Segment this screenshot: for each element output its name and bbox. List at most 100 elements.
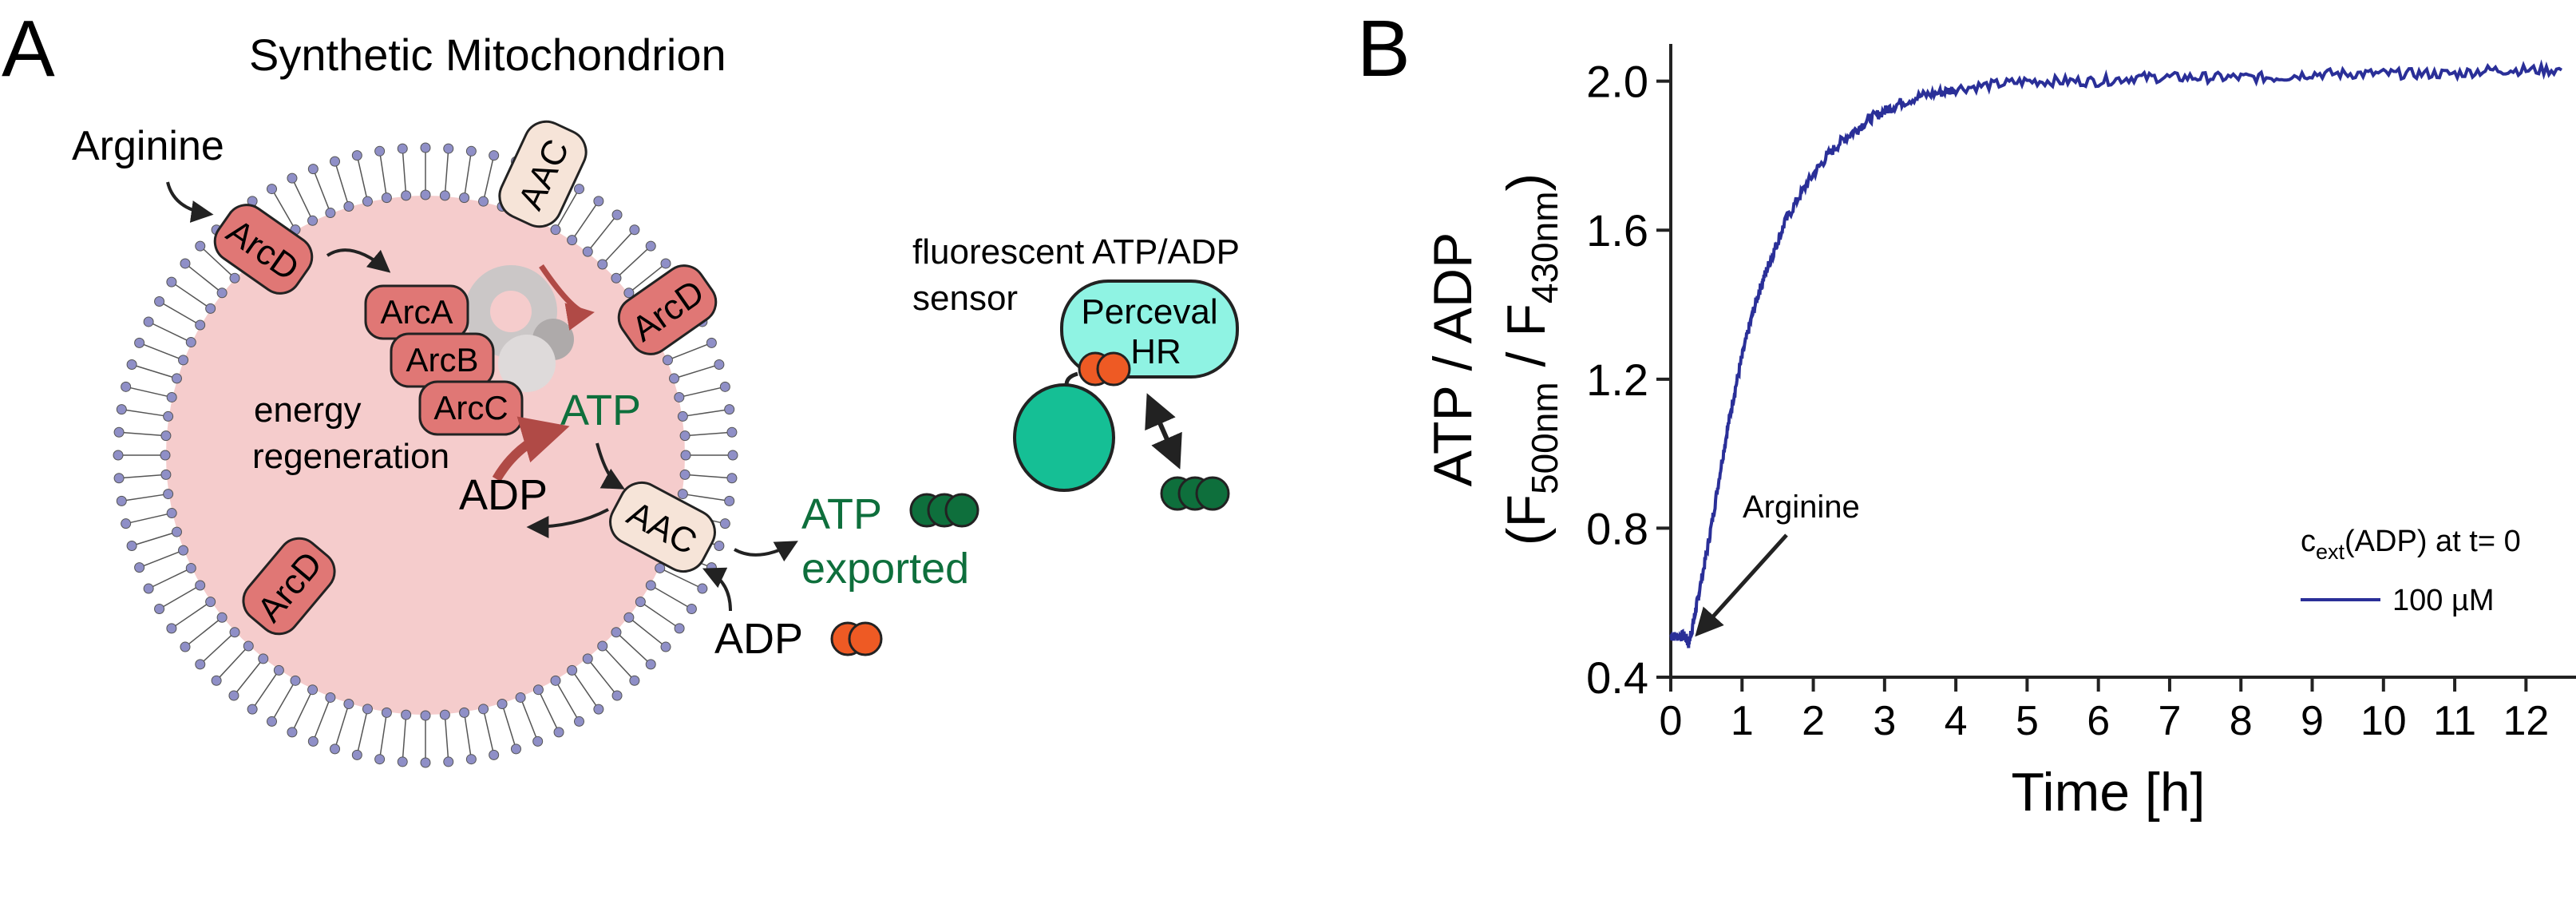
lipid <box>154 580 206 614</box>
y-tick-label: 1.2 <box>1586 355 1648 405</box>
y-tick-label: 1.6 <box>1586 205 1648 256</box>
lipid <box>330 156 354 212</box>
lipid <box>679 426 738 442</box>
arginine-label: Arginine <box>72 123 224 169</box>
lipid <box>121 381 177 402</box>
atp-label: ATP <box>560 387 641 434</box>
enzyme-label: ArcA <box>380 293 453 331</box>
lipid-bilayer <box>113 142 738 768</box>
gear-icon <box>465 265 574 392</box>
enzyme-arcc: ArcC <box>418 380 524 436</box>
aac-to-adp-arrow <box>526 508 609 538</box>
x-tick-label: 8 <box>2230 698 2253 744</box>
lipid <box>611 240 656 283</box>
perceval-label-2: HR <box>1130 332 1181 371</box>
lipid <box>635 597 685 634</box>
plot-axes <box>1669 44 2576 679</box>
sensor-atp-icon <box>1160 476 1230 511</box>
lipid <box>330 699 354 755</box>
enzyme-arca: ArcA <box>364 284 469 340</box>
x-tick-label: 6 <box>2087 698 2110 744</box>
x-tick-label: 3 <box>1873 698 1896 744</box>
x-tick-label: 0 <box>1660 698 1683 744</box>
lipid <box>307 692 336 747</box>
regeneration-arrow <box>492 416 570 482</box>
y-axis-label-main: ATP / ADP <box>1423 232 1483 487</box>
lipid <box>116 404 174 422</box>
perceval-label-1: Perceval <box>1081 292 1217 331</box>
lipid <box>374 145 392 204</box>
lipid <box>228 653 269 701</box>
lipid <box>374 707 392 765</box>
lipid <box>669 359 725 384</box>
lipid <box>116 489 174 506</box>
adp-import-arrow <box>702 567 732 612</box>
lipid <box>478 704 500 760</box>
panel-a-letter: A <box>2 4 55 93</box>
lipid <box>623 258 671 299</box>
arginine-annotation: Arginine <box>1743 490 1860 525</box>
arginine-annotation-arrow <box>1695 533 1788 637</box>
lipid <box>679 469 738 484</box>
lipid <box>267 675 301 727</box>
lipid <box>497 699 521 755</box>
lipid <box>567 196 604 246</box>
panel-b-letter: B <box>1357 4 1411 93</box>
enzyme-label: ArcB <box>406 341 478 379</box>
lipid <box>211 640 254 686</box>
series-line-100uM <box>1669 59 2563 648</box>
gear-output-arrow <box>539 264 595 331</box>
atp-exported-label-1: ATP <box>801 490 882 538</box>
lipid <box>623 612 671 652</box>
lipid <box>287 172 319 226</box>
x-tick-label: 11 <box>2433 698 2476 744</box>
lipid <box>195 240 240 283</box>
lipid <box>439 709 454 767</box>
atp-exported-icon <box>909 493 979 528</box>
lipid <box>180 612 228 652</box>
y-tick-label: 0.8 <box>1586 503 1648 553</box>
lipid <box>166 276 216 314</box>
arcd-to-arca-arrow <box>326 248 391 273</box>
lipid <box>143 562 196 594</box>
x-tick-label: 5 <box>2016 698 2039 744</box>
lipid <box>166 597 216 634</box>
sensor-label-2: sensor <box>912 279 1018 318</box>
lipid <box>674 381 730 402</box>
lipid <box>645 580 697 614</box>
panel-a-title: Synthetic Mitochondrion <box>249 30 726 80</box>
aac-transporter-1: AAC <box>498 120 588 228</box>
x-tick-label: 9 <box>2301 698 2324 744</box>
lipid <box>143 316 196 348</box>
y-ticks: 0.40.81.21.62.0 <box>1586 57 1671 703</box>
lipid <box>113 469 172 484</box>
atp-exported-label-2: exported <box>801 545 969 593</box>
lipid <box>677 404 735 422</box>
lipid <box>459 707 477 765</box>
lipid <box>439 143 454 201</box>
lipid <box>126 359 182 384</box>
lipid <box>478 150 500 207</box>
enzyme-arcb: ArcB <box>390 332 495 388</box>
lipid <box>134 337 189 366</box>
lipid <box>420 142 431 200</box>
panel-a: A Synthetic Mitochondrion ArcD ArcD ArcD <box>2 4 1240 768</box>
legend-entry: 100 µM <box>2392 584 2495 617</box>
lipid <box>680 450 738 461</box>
lipid <box>655 562 708 594</box>
lipid <box>515 692 544 747</box>
lipid <box>397 143 412 201</box>
sensor-label-1: fluorescent ATP/ADP <box>912 232 1240 272</box>
lipid <box>567 664 604 715</box>
x-tick-label: 10 <box>2360 698 2407 744</box>
lipid <box>597 640 640 686</box>
legend-title: cext(ADP) at t= 0 <box>2301 525 2521 564</box>
lipid <box>582 653 623 701</box>
lipid <box>532 684 564 738</box>
arginine-arrow <box>166 181 214 223</box>
lipid <box>195 627 240 670</box>
lipid <box>113 426 172 442</box>
regeneration-label: regeneration <box>252 437 449 476</box>
